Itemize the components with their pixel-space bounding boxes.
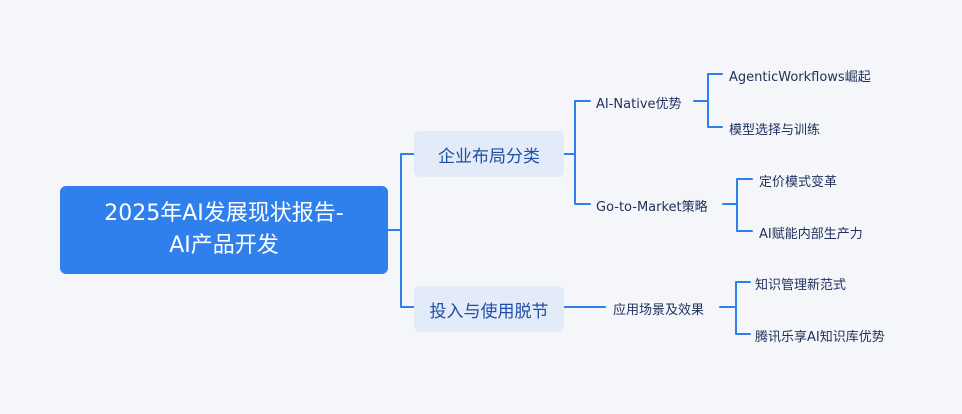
connector-root-branches xyxy=(387,153,415,308)
connector-ainative xyxy=(693,73,723,128)
node-go-to-market[interactable]: Go-to-Market策略 xyxy=(596,200,708,215)
leaf-agentic-workflows[interactable]: AgenticWorkflows崛起 xyxy=(729,70,871,85)
branch-label: 投入与使用脱节 xyxy=(429,301,549,322)
node-ai-native[interactable]: AI-Native优势 xyxy=(596,97,682,112)
connector-gtm xyxy=(722,178,753,232)
root-node[interactable]: 2025年AI发展现状报告- AI产品开发 xyxy=(60,186,388,274)
leaf-tencent-lexiang[interactable]: 腾讯乐享AI知识库优势 xyxy=(755,330,885,345)
connector-branch-a xyxy=(563,100,591,205)
node-scenarios[interactable]: 应用场景及效果 xyxy=(613,303,705,318)
branch-node-enterprise-layout[interactable]: 企业布局分类 xyxy=(414,131,564,177)
connector-scenario xyxy=(719,281,751,335)
branch-node-investment-gap[interactable]: 投入与使用脱节 xyxy=(414,286,564,332)
leaf-pricing-model[interactable]: 定价模式变革 xyxy=(759,175,838,190)
leaf-internal-productivity[interactable]: AI赋能内部生产力 xyxy=(759,227,863,242)
branch-label: 企业布局分类 xyxy=(438,146,540,167)
root-title-line1: 2025年AI发展现状报告- xyxy=(104,201,344,226)
root-title-line2: AI产品开发 xyxy=(169,233,279,258)
leaf-knowledge-management[interactable]: 知识管理新范式 xyxy=(755,278,847,293)
leaf-model-selection[interactable]: 模型选择与训练 xyxy=(729,123,821,138)
